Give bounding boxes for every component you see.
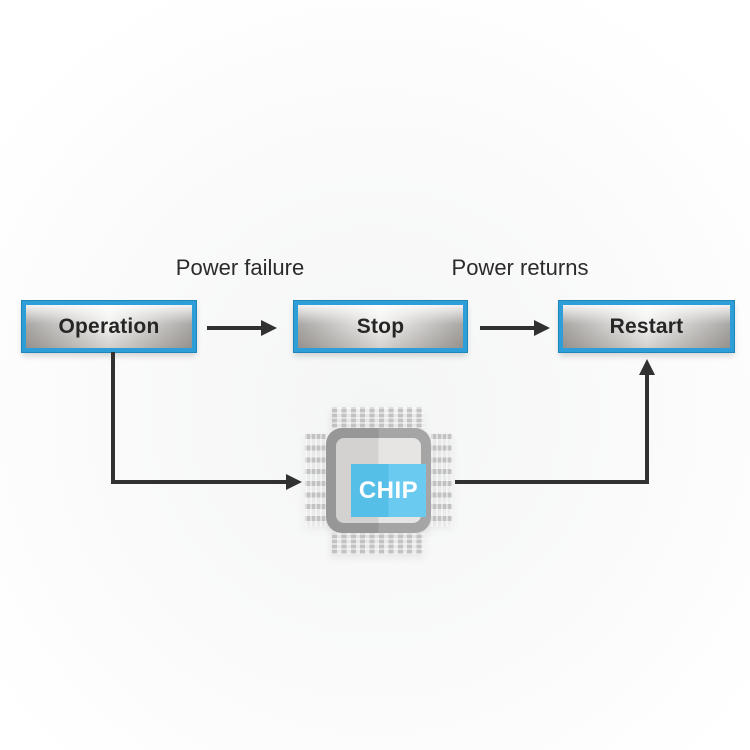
connector-restart-up	[645, 375, 649, 484]
arrow-operation-to-stop	[207, 326, 262, 330]
arrow-stop-to-restart	[480, 326, 535, 330]
chip-panel: CHIP	[336, 438, 426, 523]
connector-operation-to-chip	[111, 480, 287, 484]
chip-pins-bottom	[332, 533, 425, 554]
connector-operation-down	[111, 352, 115, 484]
node-stop: Stop	[294, 301, 467, 352]
chip-icon: CHIP	[305, 407, 452, 554]
chip-pins-right	[431, 434, 452, 527]
edge-label-power-failure: Power failure	[175, 255, 305, 280]
node-stop-label: Stop	[356, 314, 405, 338]
chip-label: CHIP	[358, 476, 419, 504]
chip-body: CHIP	[326, 428, 431, 533]
node-restart: Restart	[559, 301, 734, 352]
chip-screen: CHIP	[351, 464, 426, 517]
connector-chip-to-restart	[455, 480, 649, 484]
node-operation: Operation	[22, 301, 196, 352]
edge-label-power-returns: Power returns	[451, 255, 589, 280]
node-restart-label: Restart	[609, 314, 684, 338]
chip-pins-top	[332, 407, 425, 428]
arrowhead-right-icon	[286, 474, 302, 490]
arrowhead-right-icon	[261, 320, 277, 336]
arrowhead-up-icon	[639, 359, 655, 375]
chip-pins-left	[305, 434, 326, 527]
arrowhead-right-icon	[534, 320, 550, 336]
node-operation-label: Operation	[58, 314, 160, 338]
